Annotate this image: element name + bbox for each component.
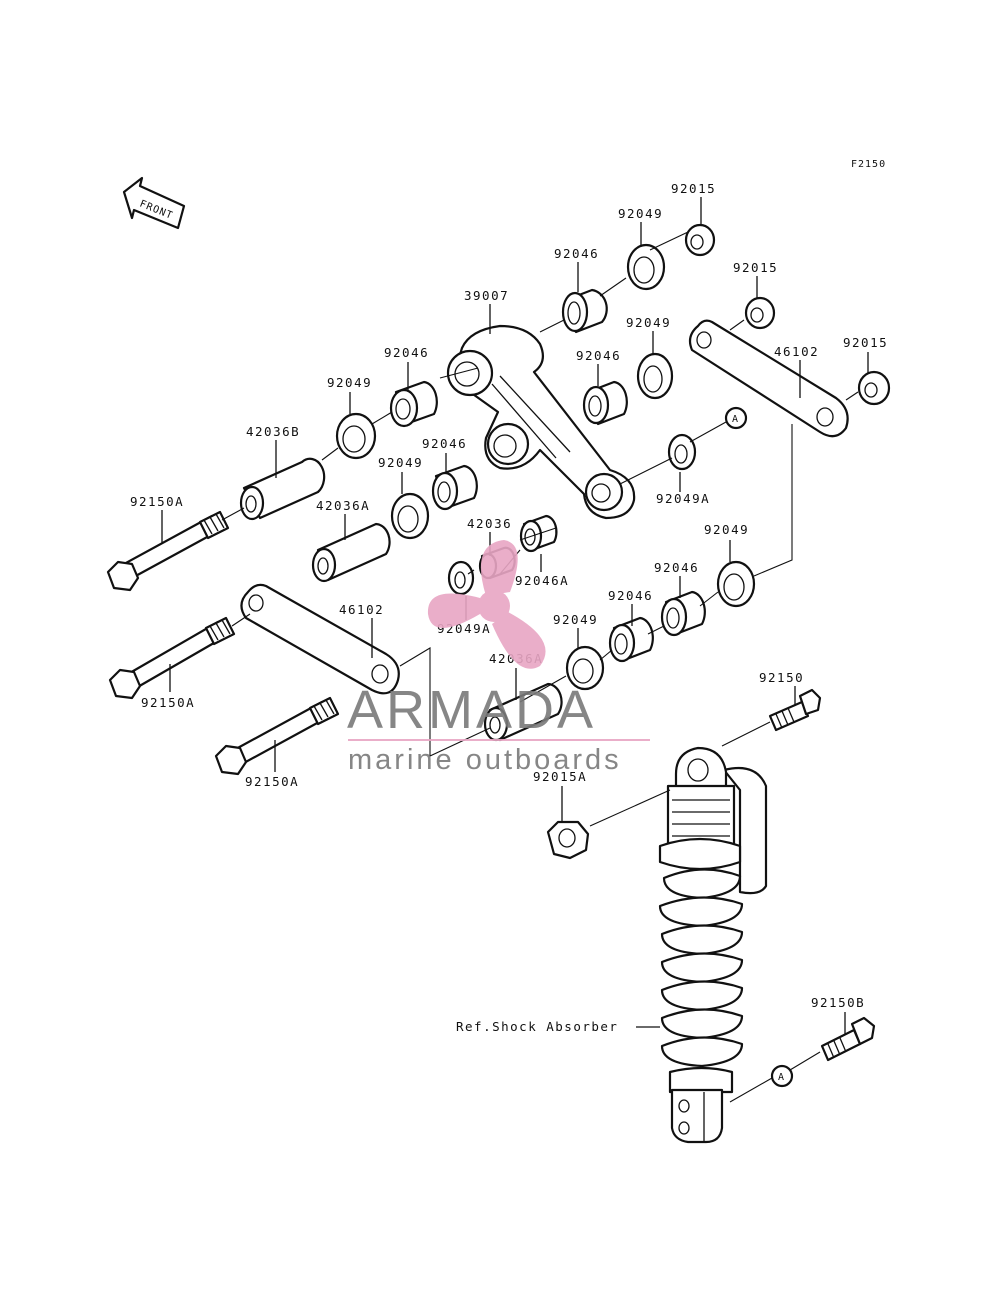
armada-watermark: ARMADA marine outboards <box>347 540 650 776</box>
seal-92049-top <box>626 243 666 291</box>
part-label-42036A-upper: 42036A <box>316 498 370 513</box>
rocker-arm-39007 <box>446 324 636 520</box>
bearing-92046-lower-center <box>608 616 654 663</box>
propeller-logo-icon <box>427 540 546 669</box>
shock-absorber <box>658 746 768 1144</box>
part-label-92046A: 92046A <box>515 573 569 588</box>
bearing-92046-upper-left <box>389 380 438 428</box>
bolt-92150A-middle <box>108 616 236 700</box>
watermark-brand: ARMADA <box>347 680 596 740</box>
part-label-92046-mid: 92046 <box>576 348 621 363</box>
ref-circle-a-upper: A <box>724 406 748 430</box>
bolt-92150 <box>768 688 822 732</box>
nut-92015-top <box>684 223 716 257</box>
nut-92015A <box>546 820 590 860</box>
part-label-92150A-lower: 92150A <box>245 774 299 789</box>
bearing-92046-top <box>561 288 608 334</box>
seal-92049-lower-right <box>716 560 756 608</box>
bearing-92046-mid <box>582 380 628 426</box>
front-arrow-icon: FRONT <box>122 176 186 230</box>
part-label-92015-top: 92015 <box>671 181 716 196</box>
seal-92049-upper-left <box>335 412 377 460</box>
bolt-92150A-lower <box>214 696 340 776</box>
bearing-92046-center-left <box>431 464 478 511</box>
part-label-92015-mid: 92015 <box>733 260 778 275</box>
part-label-92150: 92150 <box>759 670 804 685</box>
seal-92049-lower-center <box>565 645 605 691</box>
seal-92049-mid <box>636 352 674 400</box>
tie-rod-46102-left <box>240 583 400 695</box>
figure-code: F2150 <box>851 159 886 170</box>
part-label-92046-lower-right: 92046 <box>654 560 699 575</box>
bearing-92046-lower-right <box>660 590 706 637</box>
part-label-92015-right: 92015 <box>843 335 888 350</box>
part-labels: 92015 92049 92046 92015 39007 92049 9201… <box>130 181 888 1034</box>
part-label-92046-top: 92046 <box>554 246 599 261</box>
collar-42036B <box>239 457 326 521</box>
ref-shock-absorber-label: Ref.Shock Absorber <box>456 1019 618 1034</box>
part-label-92049-upper-left: 92049 <box>327 375 372 390</box>
nut-92015-mid <box>744 296 776 330</box>
part-label-92049-center-left: 92049 <box>378 455 423 470</box>
collar-42036A-upper <box>311 522 391 583</box>
part-label-92049-mid: 92049 <box>626 315 671 330</box>
part-label-92049-top: 92049 <box>618 206 663 221</box>
part-label-46102-left: 46102 <box>339 602 384 617</box>
part-label-42036B: 42036B <box>246 424 300 439</box>
seal-92049A-lower <box>447 560 475 596</box>
assembly-lines <box>221 231 859 1103</box>
ref-a-lower-label: A <box>778 1072 785 1083</box>
part-label-42036: 42036 <box>467 516 512 531</box>
seal-92049-center-left <box>390 492 430 540</box>
part-label-92015A: 92015A <box>533 769 587 784</box>
part-label-92049-lower-right: 92049 <box>704 522 749 537</box>
ref-circle-a-lower: A <box>770 1064 794 1088</box>
bolt-92150A-upper <box>106 510 230 592</box>
part-label-92046-center-left: 92046 <box>422 436 467 451</box>
seal-92049A-upper <box>667 433 697 471</box>
part-label-92049A-upper: 92049A <box>656 491 710 506</box>
part-label-46102-right: 46102 <box>774 344 819 359</box>
part-label-92150A-middle: 92150A <box>141 695 195 710</box>
bolt-92150B <box>820 1016 876 1062</box>
part-label-92049-lower-center: 92049 <box>553 612 598 627</box>
part-label-92150B: 92150B <box>811 995 865 1010</box>
part-label-92150A-upper: 92150A <box>130 494 184 509</box>
part-label-92046-lower-center: 92046 <box>608 588 653 603</box>
nut-92015-right <box>857 370 891 406</box>
tie-rod-46102-right <box>688 319 849 438</box>
ref-a-upper-label: A <box>732 414 739 425</box>
watermark-tagline: marine outboards <box>348 744 622 776</box>
part-label-92046-upper-left: 92046 <box>384 345 429 360</box>
part-label-39007: 39007 <box>464 288 509 303</box>
